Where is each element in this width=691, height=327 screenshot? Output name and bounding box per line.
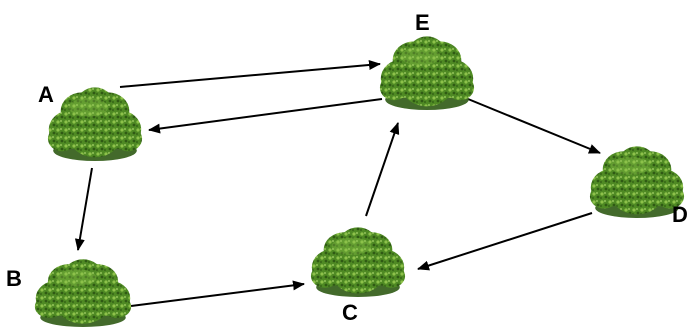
edge-d-to-c <box>417 212 593 271</box>
edge-c-to-e <box>365 122 400 217</box>
node-label-c: C <box>342 300 358 325</box>
edge-a-to-e <box>119 59 381 88</box>
edges-layer <box>74 59 601 307</box>
edge-b-to-c <box>130 280 305 307</box>
edge-e-to-a <box>148 98 383 134</box>
shrub-icon <box>47 87 143 161</box>
nodes-layer: A B C D E <box>6 10 688 327</box>
shrub-icon <box>589 146 685 218</box>
node-b: B <box>6 259 132 327</box>
node-label-d: D <box>672 202 688 227</box>
node-label-b: B <box>6 266 22 291</box>
node-label-a: A <box>38 82 54 107</box>
node-c: C <box>310 227 406 325</box>
node-label-e: E <box>415 10 430 35</box>
node-d: D <box>589 146 688 227</box>
node-e: E <box>379 10 475 110</box>
node-a: A <box>38 82 143 161</box>
shrub-icon <box>34 259 132 327</box>
shrub-icon <box>379 36 475 110</box>
edge-a-to-b <box>74 167 93 251</box>
edge-e-to-d <box>467 98 601 154</box>
shrub-icon <box>310 227 406 298</box>
